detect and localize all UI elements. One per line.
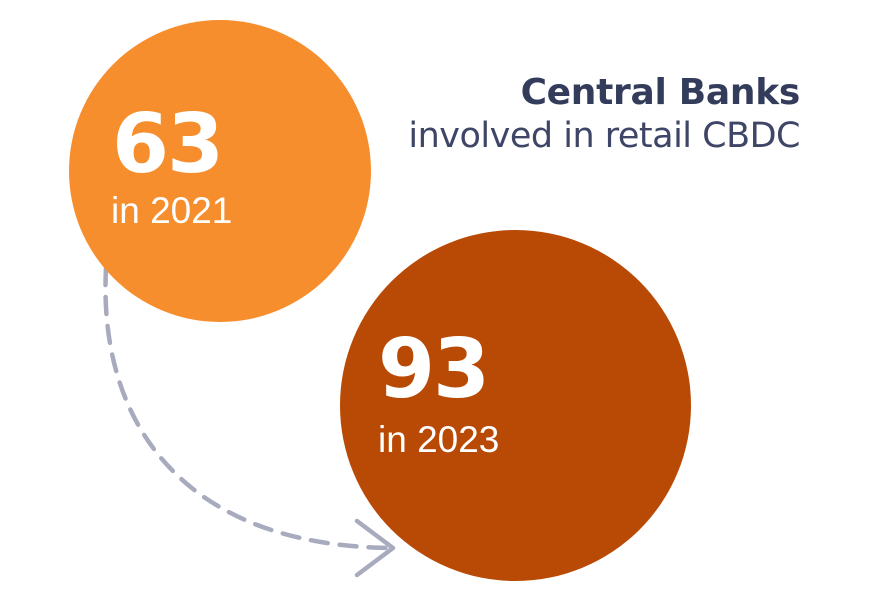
heading: Central Banks involved in retail CBDC <box>408 72 800 158</box>
bubble-label: in 2023 <box>378 419 500 460</box>
heading-subtitle: involved in retail CBDC <box>408 116 800 156</box>
bubble-2023: 93 in 2023 <box>340 230 691 581</box>
bubble-label: in 2021 <box>111 190 233 231</box>
arrow-path <box>103 265 395 551</box>
bubble-value: 63 <box>112 97 224 192</box>
bubble-value: 93 <box>378 322 490 417</box>
heading-title: Central Banks <box>520 72 801 113</box>
arrow-head <box>354 518 396 578</box>
bubble-2021: 63 in 2021 <box>69 20 371 322</box>
